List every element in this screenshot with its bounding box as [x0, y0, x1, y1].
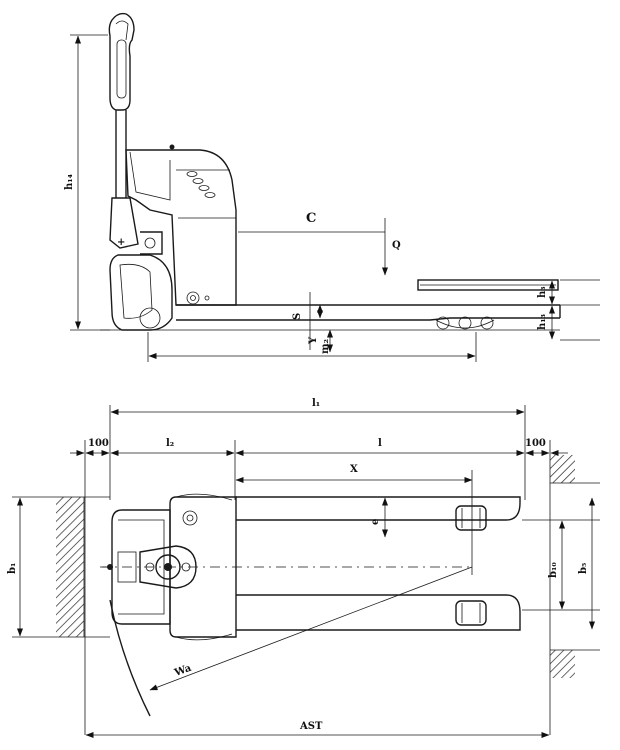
forks-top	[235, 496, 521, 631]
label-q: Q	[392, 240, 401, 251]
label-x: X	[350, 464, 358, 475]
fork-side	[176, 279, 561, 330]
aisle-walls	[56, 455, 600, 678]
tiller-handle: +	[108, 12, 139, 249]
label-e: e	[370, 519, 381, 525]
dim-wheelbase	[147, 332, 477, 362]
label-l2: l₂	[166, 438, 174, 449]
dim-h14: h₁₄	[64, 34, 110, 331]
dim-b1: b₁	[7, 496, 110, 638]
dim-ast: AST	[85, 721, 550, 738]
label-h13: h₁₃	[537, 314, 548, 330]
dim-x: X	[235, 464, 473, 575]
side-view: +	[64, 12, 600, 362]
top-view: l₁ 100 l₂ l 100 X	[7, 398, 600, 738]
label-b5: b₅	[578, 563, 589, 574]
label-b10: b₁₀	[548, 562, 559, 578]
label-100-left: 100	[88, 438, 109, 449]
dim-l2-l: 100 l₂ l 100	[70, 438, 568, 735]
label-l: l	[378, 438, 382, 449]
svg-text:+: +	[117, 237, 125, 248]
label-100-right: 100	[525, 438, 546, 449]
label-ast: AST	[299, 721, 323, 732]
dim-b10-b5: b₁₀ b₅	[522, 497, 600, 630]
label-m2: m₂	[320, 339, 331, 354]
dim-e: e	[370, 497, 388, 538]
label-y: Y	[308, 336, 319, 345]
label-l1: l₁	[312, 398, 320, 409]
label-b1: b₁	[7, 563, 18, 574]
label-c: C	[306, 211, 316, 226]
label-h3: h₃	[537, 286, 548, 298]
label-wa: Wa	[172, 663, 193, 680]
dim-h3-h13: h₃ h₁₃	[537, 279, 600, 341]
label-h14: h₁₄	[64, 173, 75, 190]
label-s: S	[292, 313, 303, 320]
truck-body	[109, 144, 237, 331]
dim-c: C Q	[238, 211, 401, 276]
dim-l1: l₁	[109, 398, 526, 500]
dim-s-y-m2: S Y m₂	[292, 292, 333, 354]
